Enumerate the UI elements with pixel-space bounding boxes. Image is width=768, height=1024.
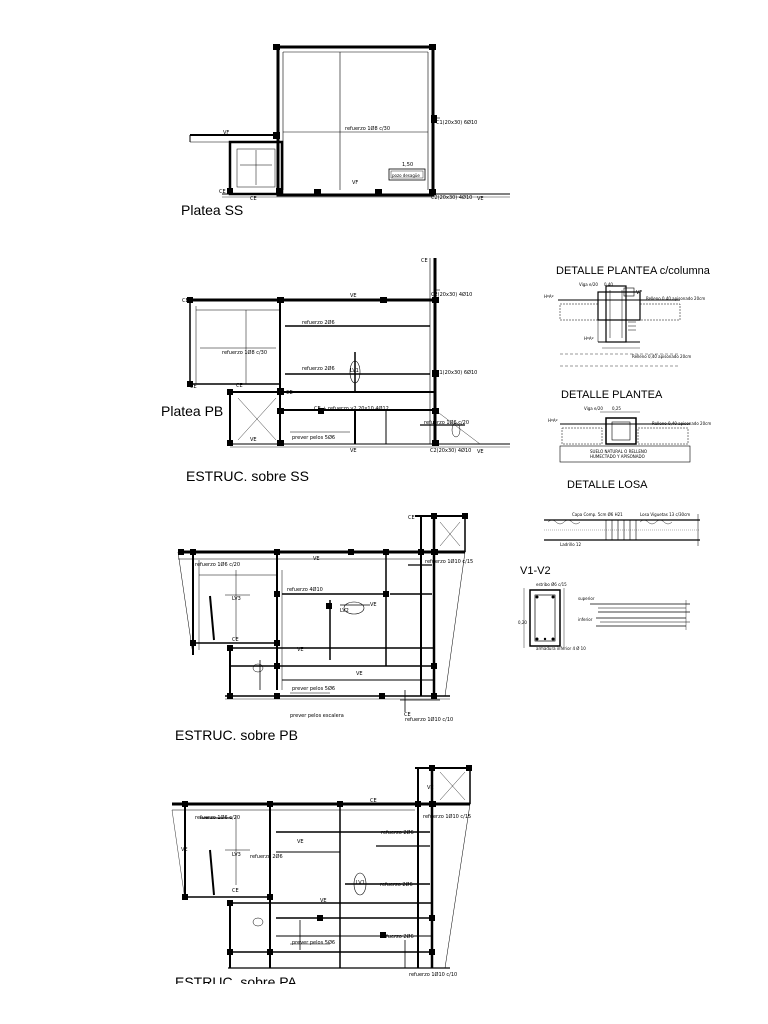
title-platea-ss: Platea SS [181,202,244,218]
label-ve: VE [427,785,434,791]
label-ref: refuerzo 1Ø10 c/10 [405,716,453,723]
plan-labels: VF VF C1(20x30) 6Ø10 refuerzo 1Ø8 c/30 C… [181,119,711,978]
label-dim: 0,40 [604,282,613,287]
title-estruc-pb: ESTRUC. sobre PB [175,727,298,743]
label-ce: CE [232,637,239,643]
label-ref: refuerzo 2Ø6 [302,365,335,372]
title-detalle-platea-columna: DETALLE PLANTEA c/columna [556,265,710,277]
label-suelo: SUELO NATURAL O RELLENO [590,449,647,454]
label-ref: refuerzo 2Ø6 [302,319,335,326]
title-estruc-pa: ESTRUC. sobre PA [175,974,297,984]
label-ce: CE [421,258,428,264]
label-ve: VE [370,602,377,608]
detail-v1-v2 [523,588,690,648]
label-ref: CE + refuerzo v2 20x10 4Ø12 [314,405,389,412]
label-armadura: armadura inferior 4 Ø 10 [536,646,586,651]
title-detalle-platea: DETALLE PLANTEA [561,389,663,401]
plan-estruc-pa [171,767,471,969]
label-ve: VE [477,449,484,455]
label-ce: CE [182,298,189,304]
title-detalle-losa: DETALLE LOSA [567,479,648,491]
label-relleno: Relleno 0,40 apisonado 20cm [646,296,705,301]
label-c2: C2(20x30) 4Ø10 [431,194,472,201]
label-relleno: Relleno 0,40 apisonado 20cm [652,421,711,426]
label-viga: Viga e/20 [584,406,603,411]
label-ladrillo: Ladrillo 12 [560,542,581,547]
label-viga: Viga e/20 [579,282,598,287]
label-ve: VE [320,898,327,904]
label-pozo: pozo desagüe [392,173,420,178]
label-ref: refuerzo 1Ø8 c/30 [222,349,267,356]
label-c1: C1(20x30) 6Ø10 [436,119,477,126]
label-hp: HºAº [544,294,554,299]
label-lv1: LV1 [350,368,359,374]
label-losa: Losa Viguetas 13 c/30cm [640,512,690,517]
label-ve: VE [297,839,304,845]
label-ref: prever pelos 5Ø6 [292,434,335,441]
label-inferior: inferior [578,617,593,622]
detail-platea-columna [558,285,681,367]
label-lv3: LV3 [232,596,241,602]
label-ve: VE [350,448,357,454]
label-ref: refuerzo 4Ø10 [287,586,323,593]
label-c1: C1(20x30) 6Ø10 [436,369,477,376]
detail-platea [559,411,691,463]
label-relleno: Relleno 0,40 apisonado 20cm [632,354,691,359]
label-superior: superior [578,596,595,601]
label-ce: CE [232,888,239,894]
label-ref: refuerzo 2Ø6 [381,933,414,940]
label-ve: VE [181,847,188,853]
label-escalera: prever pelos escalera [290,713,344,719]
label-ref: refuerzo 1Ø8 c/30 [345,125,390,132]
label-ce: CE [250,196,257,202]
plan-estruc-pb [177,515,466,712]
label-dim: 0,20 [518,620,527,625]
label-ref: refuerzo 2Ø6 [380,881,413,888]
label-ve: VE [350,293,357,299]
label-ve: VE [356,671,363,677]
label-dim: 0,25 [612,406,621,411]
label-c2: C2(20x30) 4Ø10 [430,447,471,454]
label-ve: VE [313,556,320,562]
label-ref: refuerzo 1Ø6 c/20 [195,561,240,568]
label-ce: CE [236,383,243,389]
label-lv3: LV3 [232,852,241,858]
label-ref: refuerzo 2Ø6 [250,853,283,860]
label-ve: VE [297,647,304,653]
title-platea-pb: Platea PB [161,403,224,419]
label-ref: refuerzo 1Ø10 c/15 [425,558,473,565]
label-ve: VE [250,437,257,443]
label-ref: prever pelos 5Ø6 [292,939,335,946]
detail-losa [544,514,700,546]
label-ce: CE [370,798,377,804]
label-lv1: LV1 [356,880,365,886]
label-hp: HºAº [584,336,594,341]
title-v1-v2: V1-V2 [520,565,551,577]
label-c2: C2(20x30) 4Ø10 [431,291,472,298]
label-ref: refuerzo 1Ø10 c/15 [423,813,471,820]
label-ce: CE [190,384,197,390]
label-capa: Capa Comp. 5cm Ø6 H21 [572,512,623,517]
label-estribo: estribo Ø6 c/15 [536,582,567,587]
plan-estruc-ss [189,258,510,448]
label-hp: HºAº [548,418,558,423]
label-ref: refuerzo 1Ø6 c/20 [195,814,240,821]
label-ce: CE [286,390,293,396]
label-vf: VF [223,130,229,136]
label-vf: VF [352,180,358,186]
label-ce: CE [408,515,415,521]
label-ref: prever pelos 5Ø6 [292,685,335,692]
label-suelo: HUMECTADO Y APISONADO [590,454,645,459]
label-ref: refuerzo 1Ø6 c/20 [424,419,469,426]
dim: 1,50 [402,162,413,168]
label-ce: CE [404,712,411,718]
label-vf: VF [636,290,642,296]
label-ref: refuerzo 2Ø6 [381,829,414,836]
label-lv2: LV2 [340,608,349,614]
label-ref: refuerzo 1Ø10 c/10 [409,971,457,978]
label-ve: VE [477,196,484,202]
label-ce: CE [219,189,226,195]
title-estruc-ss: ESTRUC. sobre SS [186,468,309,484]
